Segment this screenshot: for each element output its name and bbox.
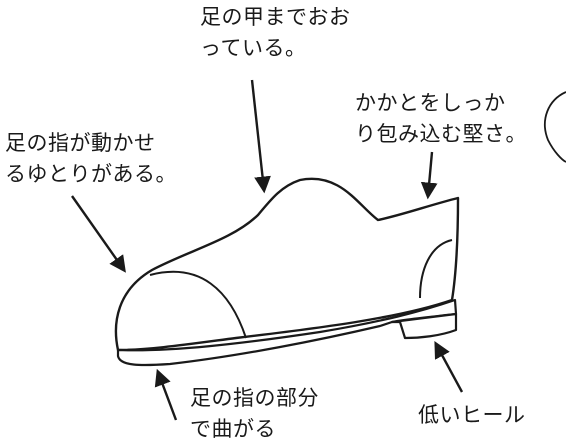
label-heel-support: かかとをしっか り包み込む堅さ。 <box>355 88 527 150</box>
label-heel-line-1: かかとをしっか <box>355 91 506 115</box>
shoe-upper <box>114 177 460 352</box>
label-toes-line-1: 足の指が動かせ <box>5 131 156 155</box>
arrow-heel <box>420 151 438 200</box>
label-low-heel: 低いヒール <box>418 400 526 431</box>
figure-sketch-partial <box>544 91 566 163</box>
label-instep-line-1: 足の甲までおお <box>200 5 351 29</box>
label-low-heel-line-1: 低いヒール <box>418 403 526 427</box>
toe-cap-seam <box>149 270 247 339</box>
label-bend-line-2: で曲がる <box>190 417 276 441</box>
label-toes-line-2: るゆとりがある。 <box>5 162 177 186</box>
arrow-bend <box>154 368 178 421</box>
label-flex-point: 足の指の部分 で曲がる <box>190 383 319 445</box>
label-toe-room: 足の指が動かせ るゆとりがある。 <box>5 128 177 190</box>
label-bend-line-1: 足の指の部分 <box>190 386 319 410</box>
shoe-heel <box>390 312 458 340</box>
label-instep: 足の甲までおお っている。 <box>200 2 351 64</box>
label-instep-line-2: っている。 <box>200 36 307 60</box>
arrow-toes <box>71 195 126 273</box>
label-heel-line-2: り包み込む堅さ。 <box>355 122 527 146</box>
arrow-instep <box>250 79 271 194</box>
heel-counter-seam <box>419 239 453 299</box>
arrow-low-heel <box>434 341 464 393</box>
